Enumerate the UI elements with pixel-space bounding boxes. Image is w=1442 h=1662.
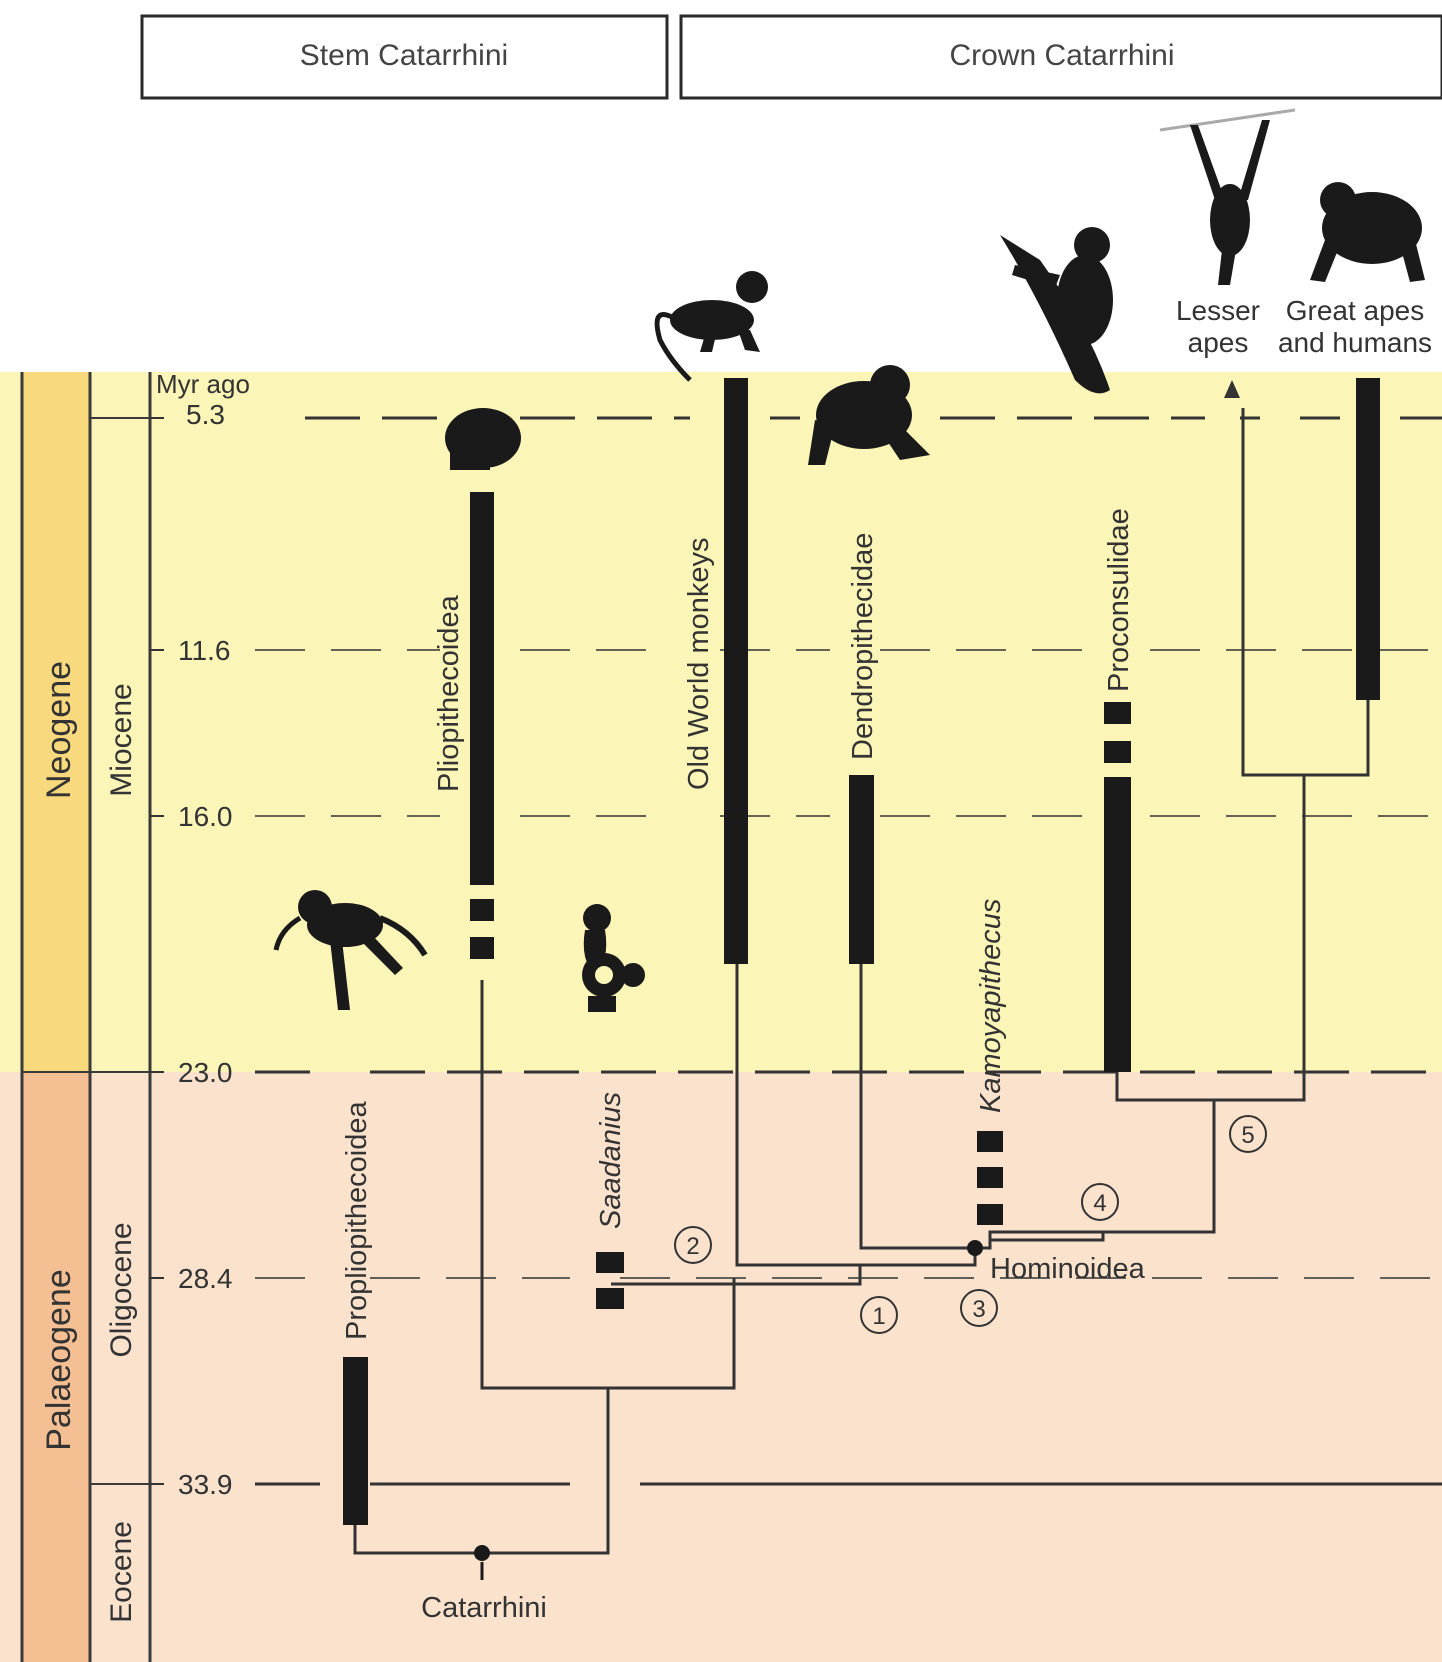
taxon-label-great-apes-1: Great apes (1286, 295, 1425, 326)
bar-saadanius-dash (596, 1252, 624, 1273)
bar-pliopithecoidea-dash (470, 937, 494, 959)
tick-label: 16.0 (178, 801, 233, 832)
taxon-label-pliopithecoidea: Pliopithecoidea (433, 594, 465, 792)
proconsulid-silhouette-icon (1000, 227, 1113, 393)
node-label-catarrhini: Catarrhini (421, 1592, 547, 1624)
bar-proconsulidae-dash (1104, 702, 1131, 724)
node-number-4: 4 (1093, 1190, 1106, 1217)
tick-label: 23.0 (178, 1057, 233, 1088)
gibbon-silhouette-icon (1160, 110, 1295, 285)
tick-label: 33.9 (178, 1469, 233, 1500)
node-number-1: 1 (872, 1303, 885, 1330)
node-catarrhini (474, 1545, 490, 1561)
bar-great-apes (1356, 378, 1380, 700)
taxon-label-kamoyapithecus: Kamoyapithecus (975, 899, 1007, 1113)
old-world-monkey-silhouette-icon (657, 271, 768, 380)
taxon-label-saadanius: Saadanius (595, 1092, 627, 1229)
node-number-2: 2 (686, 1233, 699, 1260)
stem-catarrhini-label: Stem Catarrhini (300, 39, 508, 72)
neogene-band (0, 372, 1442, 1072)
tick-label: 28.4 (178, 1263, 233, 1294)
taxon-label-propliopithecoidea: Propliopithecoidea (341, 1101, 373, 1340)
bar-pliopithecoidea-dash (470, 899, 494, 921)
node-label-hominoidea: Hominoidea (990, 1253, 1146, 1285)
epoch-label-oligocene: Oligocene (105, 1222, 138, 1357)
bar-dendropithecidae (849, 775, 874, 964)
node-number-3: 3 (972, 1296, 985, 1323)
great-ape-silhouette-icon (1310, 182, 1425, 282)
taxon-label-proconsulidae: Proconsulidae (1103, 508, 1135, 692)
tick-label: 5.3 (186, 399, 225, 430)
crown-catarrhini-label: Crown Catarrhini (949, 39, 1174, 72)
tick-label: 11.6 (178, 635, 230, 666)
period-label-neogene: Neogene (40, 661, 78, 799)
node-number-5: 5 (1241, 1122, 1254, 1149)
taxon-label-dendropithecidae: Dendropithecidae (847, 533, 879, 760)
bar-pliopithecoidea (470, 492, 494, 885)
epoch-label-miocene: Miocene (105, 683, 138, 796)
epoch-label-eocene: Eocene (105, 1521, 138, 1623)
bar-saadanius-dash (596, 1288, 624, 1309)
taxon-label-old-world-monkeys: Old World monkeys (683, 538, 715, 791)
bar-propliopithecoidea (343, 1357, 368, 1525)
taxon-label-lesser-apes-1: Lesser (1176, 295, 1260, 326)
taxon-label-lesser-apes-2: apes (1188, 327, 1249, 358)
bar-proconsulidae (1104, 777, 1131, 1072)
bar-kamoyapithecus-dash (977, 1131, 1003, 1152)
taxon-label-great-apes-2: and humans (1278, 327, 1432, 358)
node-hominoidea (967, 1240, 983, 1256)
palaeogene-band (0, 1072, 1442, 1662)
bar-kamoyapithecus-dash (977, 1167, 1003, 1188)
bar-proconsulidae-dash (1104, 741, 1131, 763)
axis-unit-label: Myr ago (156, 369, 250, 399)
period-label-palaeogene: Palaeogene (40, 1269, 78, 1451)
bar-old-world-monkeys (724, 378, 748, 964)
bar-kamoyapithecus-dash (977, 1204, 1003, 1225)
